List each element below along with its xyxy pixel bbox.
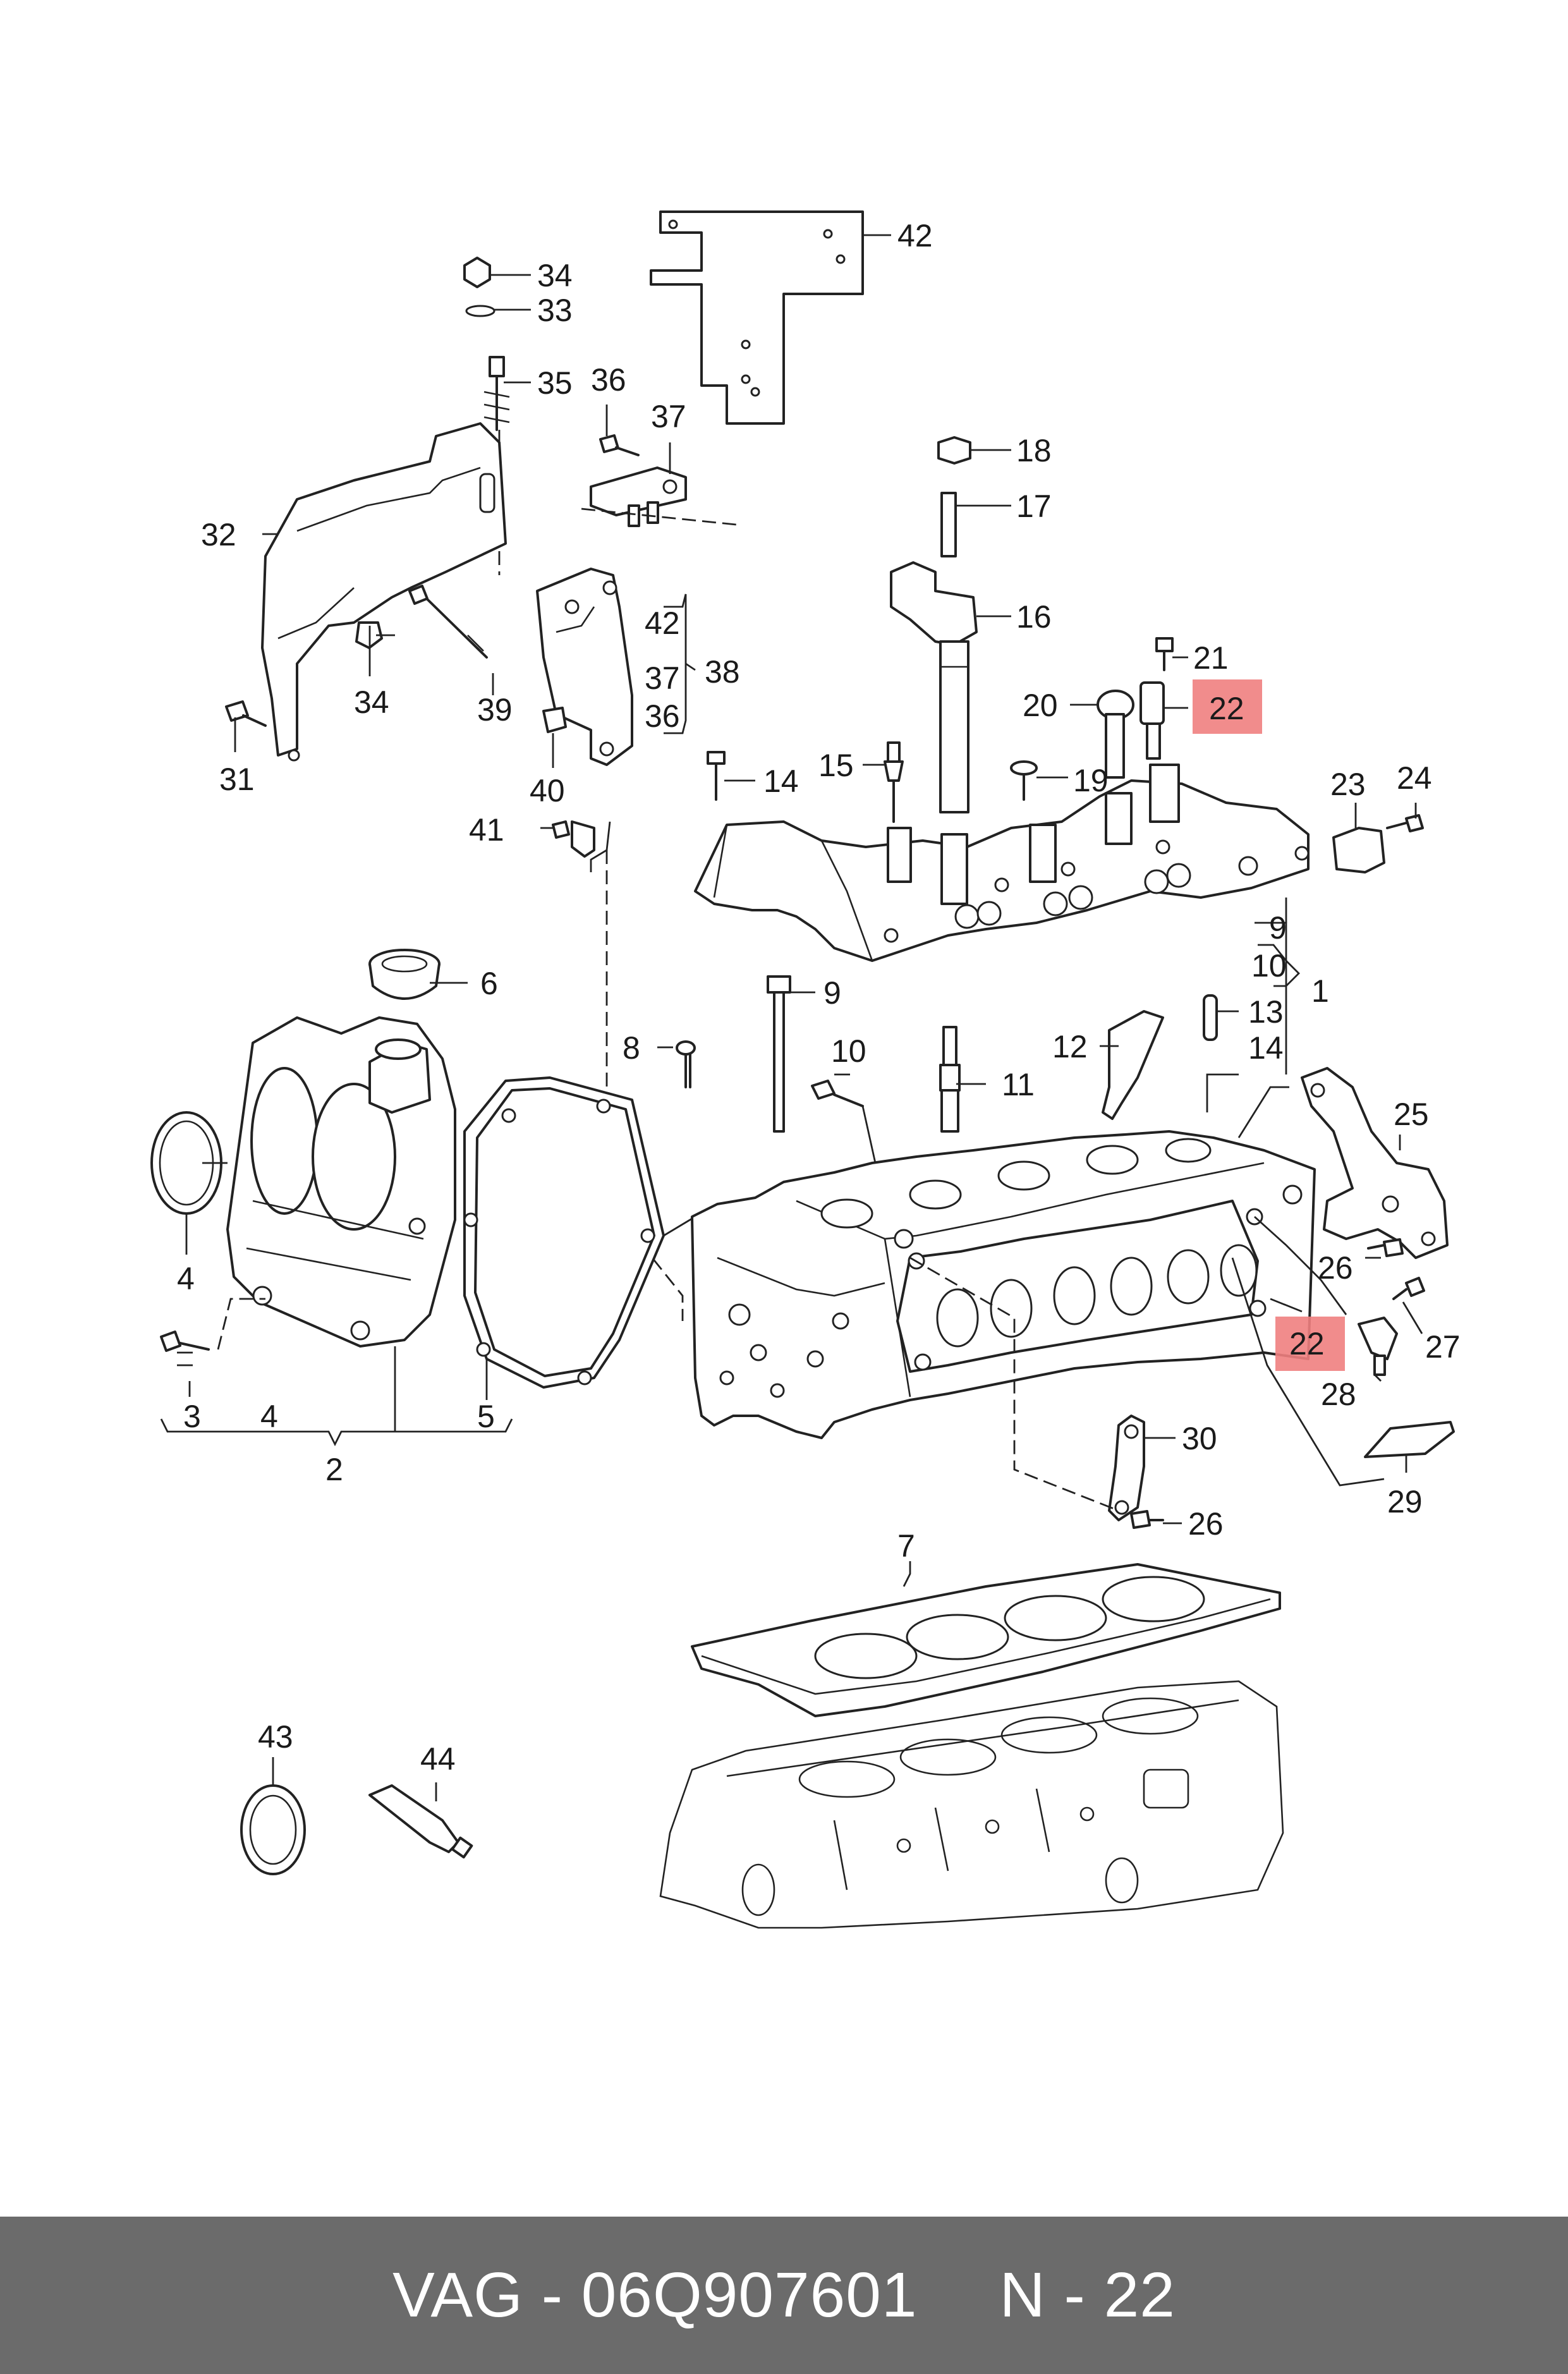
- callout-23: 23: [1330, 767, 1366, 802]
- callout-15: 15: [818, 748, 854, 783]
- exploded-parts-diagram: 34 33 35 42 36 37 18 17 16 32 42 37 38 3…: [150, 210, 1461, 1929]
- head-gasket-7: [691, 1563, 1281, 1717]
- callout-42: 42: [897, 218, 933, 253]
- pressure-sensor-37: [590, 434, 687, 527]
- callout-14: 14: [763, 764, 799, 799]
- highlight-22-bottom: [1275, 1317, 1345, 1371]
- part-number-label: VAG - 06Q907601: [392, 2260, 918, 2330]
- callout-32: 32: [201, 517, 236, 552]
- callout-26: 26: [1318, 1250, 1353, 1286]
- timing-cover-2: [226, 1016, 456, 1348]
- callout-20: 20: [1023, 688, 1058, 723]
- callout-5: 5: [477, 1399, 495, 1434]
- callout-8: 8: [623, 1030, 640, 1066]
- callout-6: 6: [480, 966, 498, 1001]
- sensor-23-24: [1332, 814, 1424, 874]
- callout-36: 36: [591, 362, 626, 398]
- callout-29: 29: [1387, 1484, 1423, 1519]
- callout-34-mid: 34: [354, 685, 389, 720]
- callout-35: 35: [537, 365, 573, 401]
- bolts-14-15-19: [707, 741, 1038, 823]
- callout-36-mid: 36: [645, 698, 680, 734]
- callout-4: 4: [177, 1261, 195, 1296]
- callout-34: 34: [537, 258, 573, 293]
- seal-4: [150, 1111, 228, 1255]
- engine-block: [659, 1680, 1284, 1929]
- callout-4-lower: 4: [260, 1399, 278, 1434]
- callout-42-mid: 42: [645, 606, 680, 641]
- bolt-39: [408, 585, 488, 659]
- cylinder-head: [691, 1130, 1316, 1439]
- heat-shield-29: [1364, 1421, 1455, 1458]
- bracket-30: [1108, 1415, 1164, 1529]
- callout-31: 31: [219, 762, 255, 797]
- callout-14-lower: 14: [1248, 1030, 1284, 1066]
- callout-24: 24: [1397, 760, 1432, 796]
- callout-13: 13: [1248, 994, 1284, 1030]
- callout-12: 12: [1052, 1029, 1088, 1064]
- callout-10: 10: [1251, 948, 1287, 983]
- callout-10-lower: 10: [831, 1033, 866, 1069]
- callout-9-lower: 9: [824, 975, 841, 1011]
- sensor-22-top: [1097, 637, 1174, 779]
- callout-7: 7: [897, 1528, 915, 1564]
- callout-40: 40: [530, 773, 565, 808]
- position-label: N - 22: [999, 2260, 1176, 2330]
- bracket-42-mid: [536, 568, 633, 766]
- callout-37: 37: [651, 399, 686, 434]
- nut-40: [542, 707, 567, 733]
- sensor-22-bottom: [1358, 1277, 1425, 1376]
- sealant-tube-44: [368, 1784, 473, 1859]
- callout-labels: 34 33 35 42 36 37 18 17 16 32 42 37 38 3…: [177, 218, 1461, 1777]
- callout-18: 18: [1016, 433, 1052, 468]
- callout-21: 21: [1193, 640, 1229, 676]
- callout-16: 16: [1016, 599, 1052, 635]
- callout-19: 19: [1073, 763, 1109, 798]
- callout-28: 28: [1321, 1377, 1356, 1412]
- callout-9: 9: [1269, 910, 1287, 946]
- callout-26-lower: 26: [1188, 1506, 1224, 1542]
- callout-22-bottom: 22: [1289, 1326, 1325, 1361]
- seal-43: [240, 1784, 306, 1875]
- bolt-3: [160, 1330, 210, 1352]
- callout-27: 27: [1425, 1329, 1461, 1365]
- callout-17: 17: [1016, 489, 1052, 524]
- callout-3: 3: [183, 1399, 201, 1434]
- callout-37-mid: 37: [645, 660, 680, 696]
- leader-lines: [177, 234, 1423, 1801]
- callout-25: 25: [1394, 1097, 1429, 1132]
- callout-41: 41: [469, 812, 504, 848]
- callout-33: 33: [537, 293, 573, 328]
- callout-43: 43: [258, 1719, 293, 1755]
- part-number-footer: VAG - 06Q907601 N - 22: [0, 2217, 1568, 2374]
- bolt-31: [225, 700, 267, 727]
- callout-11: 11: [1002, 1067, 1035, 1102]
- highlight-22-top: [1193, 679, 1262, 734]
- callout-39: 39: [477, 692, 513, 727]
- bolt-41: [552, 820, 595, 858]
- cap-6: [368, 949, 441, 1000]
- heat-shield-32: [261, 422, 507, 762]
- ignition-coil-16: [890, 436, 978, 813]
- callout-22-top: 22: [1209, 691, 1244, 726]
- bracket-42-top: [650, 210, 864, 425]
- callout-44: 44: [420, 1741, 456, 1777]
- callout-2: 2: [325, 1452, 343, 1487]
- head-bolts-9-8-10-11-12-13: [676, 975, 1218, 1133]
- callout-1: 1: [1311, 973, 1329, 1009]
- callout-38: 38: [705, 654, 740, 690]
- bracket-25: [1301, 1067, 1449, 1259]
- gasket-5: [463, 1076, 665, 1389]
- valve-cover-frame: [694, 764, 1310, 962]
- callout-30: 30: [1182, 1421, 1217, 1456]
